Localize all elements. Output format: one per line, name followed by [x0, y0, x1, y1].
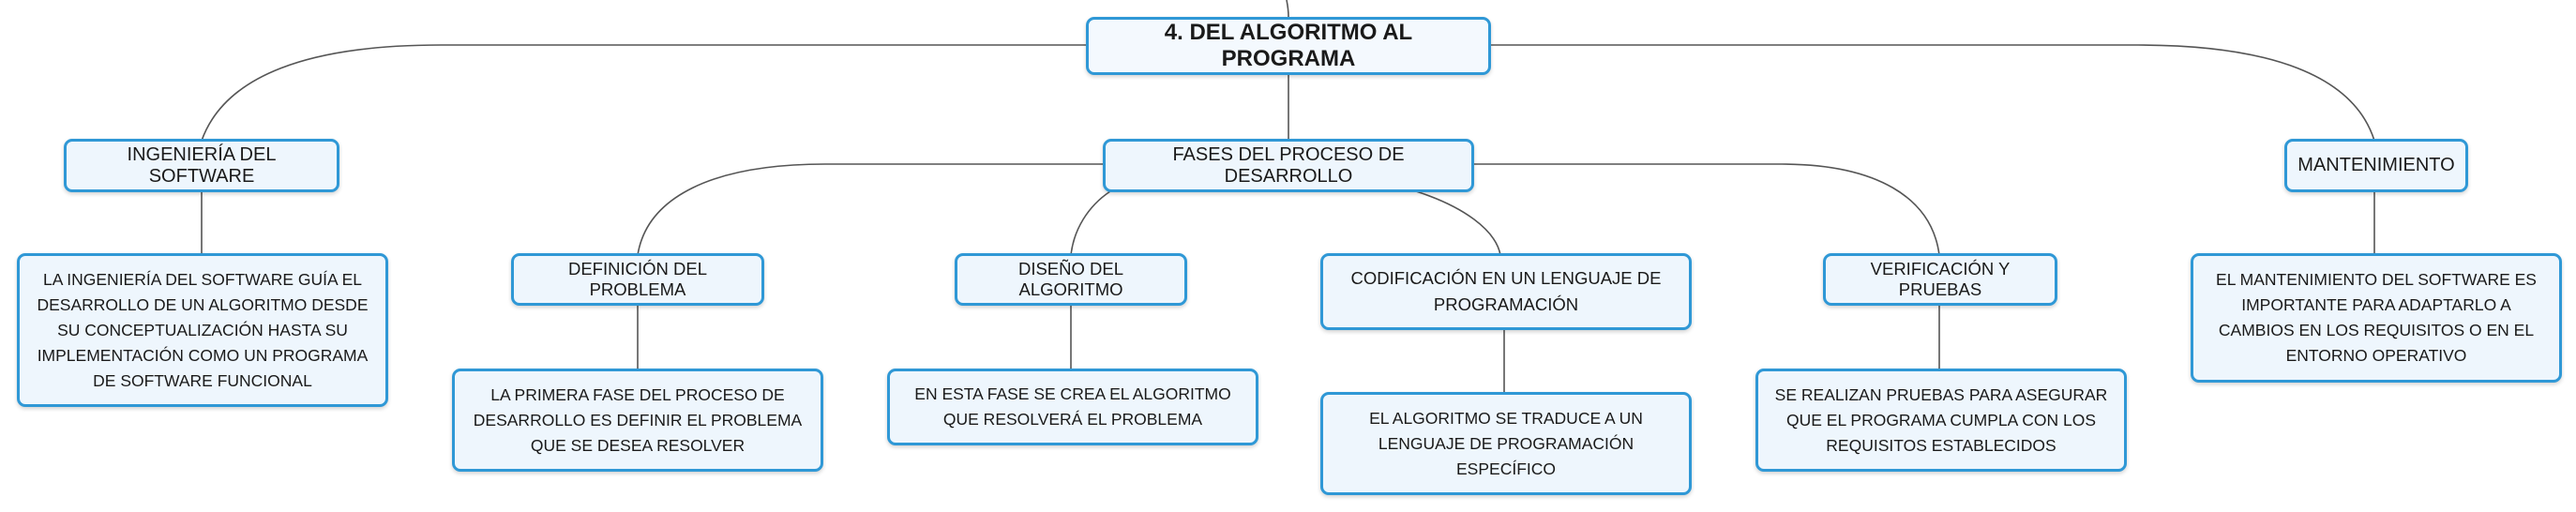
topic-mantenimiento[interactable]: MANTENIMIENTO — [2284, 139, 2468, 192]
desc-diseno-algoritmo-text: EN ESTA FASE SE CREA EL ALGORITMO QUE RE… — [914, 384, 1231, 429]
topic-mantenimiento-label: MANTENIMIENTO — [2297, 155, 2455, 175]
root-topic-label: 4. DEL ALGORITMO AL PROGRAMA — [1164, 20, 1413, 71]
subtopic-diseno-algoritmo-label: DISEÑO DEL ALGORITMO — [1017, 259, 1124, 299]
desc-ingenieria-software-text: LA INGENIERÍA DEL SOFTWARE GUÍA EL DESAR… — [37, 269, 369, 390]
desc-codificacion-lenguaje[interactable]: EL ALGORITMO SE TRADUCE A UN LENGUAJE DE… — [1320, 392, 1692, 495]
subtopic-definicion-problema-label: DEFINICIÓN DEL PROBLEMA — [567, 259, 708, 299]
connector-fases-diseno — [1070, 190, 1111, 256]
connector-root-top — [1286, 0, 1289, 18]
desc-codificacion-lenguaje-text: EL ALGORITMO SE TRADUCE A UN LENGUAJE DE… — [1369, 408, 1643, 478]
desc-verificacion-pruebas[interactable]: SE REALIZAN PRUEBAS PARA ASEGURAR QUE EL… — [1755, 369, 2127, 472]
topic-ingenieria-software-label: INGENIERÍA DEL SOFTWARE — [127, 143, 277, 187]
desc-mantenimiento-text: EL MANTENIMIENTO DEL SOFTWARE ES IMPORTA… — [2216, 270, 2537, 365]
subtopic-definicion-problema[interactable]: DEFINICIÓN DEL PROBLEMA — [511, 253, 764, 306]
subtopic-codificacion-lenguaje[interactable]: CODIFICACIÓN EN UN LENGUAJE DE PROGRAMAC… — [1320, 253, 1692, 330]
root-topic[interactable]: 4. DEL ALGORITMO AL PROGRAMA — [1086, 17, 1491, 75]
topic-fases-proceso-label: FASES DEL PROCESO DE DESARROLLO — [1172, 143, 1405, 187]
connector-root-mantenimiento — [1489, 44, 2375, 142]
connector-fases-codificacion — [1415, 190, 1501, 256]
desc-diseno-algoritmo[interactable]: EN ESTA FASE SE CREA EL ALGORITMO QUE RE… — [887, 369, 1258, 445]
connector-fases-verificacion — [1472, 163, 1940, 256]
desc-ingenieria-software[interactable]: LA INGENIERÍA DEL SOFTWARE GUÍA EL DESAR… — [17, 253, 388, 407]
desc-mantenimiento[interactable]: EL MANTENIMIENTO DEL SOFTWARE ES IMPORTA… — [2191, 253, 2562, 383]
connector-fases-definicion — [637, 163, 1105, 256]
subtopic-verificacion-pruebas[interactable]: VERIFICACIÓN Y PRUEBAS — [1823, 253, 2057, 306]
subtopic-diseno-algoritmo[interactable]: DISEÑO DEL ALGORITMO — [955, 253, 1187, 306]
desc-definicion-problema-text: LA PRIMERA FASE DEL PROCESO DE DESARROLL… — [473, 384, 803, 455]
topic-fases-proceso[interactable]: FASES DEL PROCESO DE DESARROLLO — [1103, 139, 1474, 192]
desc-definicion-problema[interactable]: LA PRIMERA FASE DEL PROCESO DE DESARROLL… — [452, 369, 823, 472]
subtopic-codificacion-lenguaje-label: CODIFICACIÓN EN UN LENGUAJE DE PROGRAMAC… — [1350, 268, 1662, 314]
connector-root-ingenieria — [201, 44, 1088, 142]
topic-ingenieria-software[interactable]: INGENIERÍA DEL SOFTWARE — [64, 139, 339, 192]
desc-verificacion-pruebas-text: SE REALIZAN PRUEBAS PARA ASEGURAR QUE EL… — [1774, 384, 2108, 455]
subtopic-verificacion-pruebas-label: VERIFICACIÓN Y PRUEBAS — [1870, 259, 2011, 299]
